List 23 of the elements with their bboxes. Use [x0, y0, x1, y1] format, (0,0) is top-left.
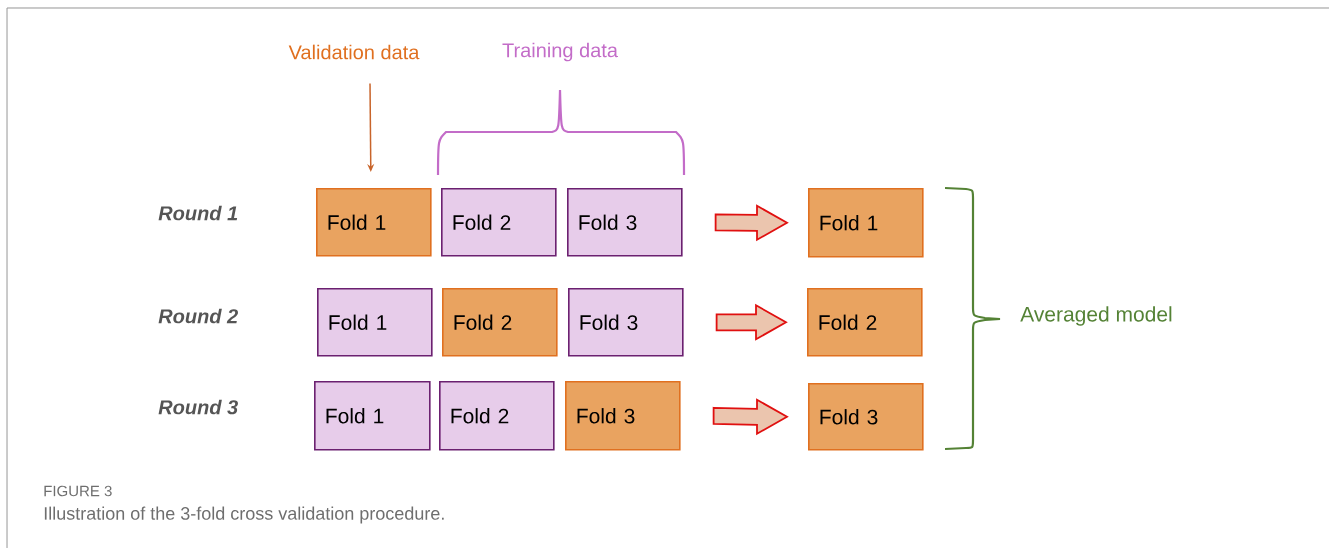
block-arrow [715, 303, 788, 341]
fold-box: Fold 2 [439, 381, 555, 451]
fold-box: Fold 2 [807, 288, 923, 357]
fold-box: Fold 1 [314, 381, 431, 451]
block-arrow [712, 398, 789, 436]
row-label: Round 1 [158, 205, 238, 221]
fold-box: Fold 3 [568, 288, 684, 357]
node-label: Validation data [288, 44, 420, 60]
figure-number: FIGURE 3 [44, 485, 112, 497]
fold-box: Fold 1 [316, 188, 432, 257]
fold-box: Fold 1 [808, 188, 924, 258]
fold-box: Fold 1 [317, 288, 433, 357]
block-arrow [714, 204, 789, 242]
row-label: Round 2 [158, 308, 238, 324]
bracket-label: Training data [502, 42, 618, 62]
brace-label: Averaged model [1020, 306, 1172, 326]
fold-box: Fold 3 [567, 188, 683, 257]
fold-box: Fold 3 [565, 381, 681, 451]
caption: Illustration of the 3-fold cross validation procedure. [44, 506, 444, 524]
fold-box: Fold 2 [442, 288, 558, 357]
fold-box: Fold 3 [808, 383, 924, 451]
fold-box: Fold 2 [441, 188, 557, 257]
row-label: Round 3 [158, 399, 238, 415]
